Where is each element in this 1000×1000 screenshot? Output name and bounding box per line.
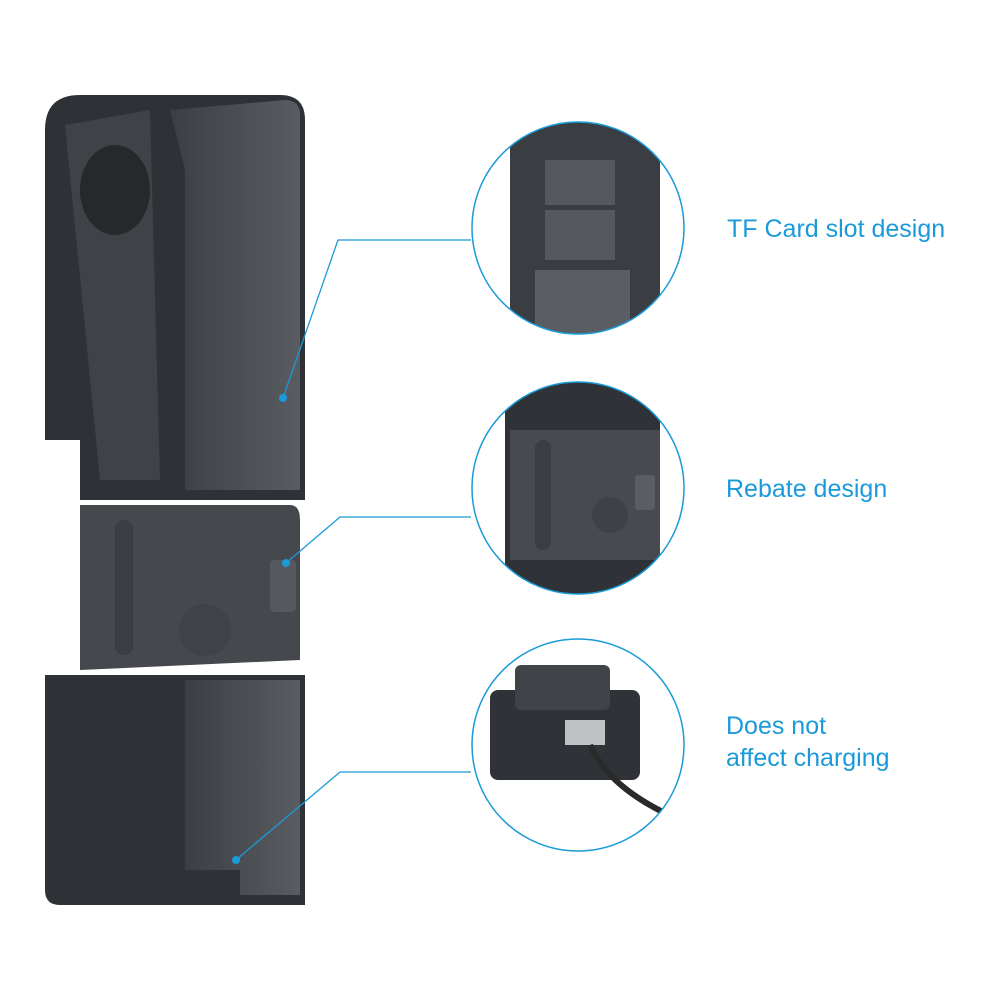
detail-circle-tf-card — [471, 121, 685, 335]
feature-label-charging-line2: affect charging — [726, 744, 890, 772]
callout-line-charging — [235, 771, 471, 861]
feature-label-tf-card: TF Card slot design — [727, 215, 946, 243]
callout-dot — [232, 856, 240, 864]
callout-line-tf-card — [282, 239, 471, 399]
callout-line-rebate — [285, 516, 471, 564]
callout-dot — [279, 394, 287, 402]
feature-label-rebate: Rebate design — [726, 475, 888, 503]
case-middle-clip — [80, 505, 300, 670]
case-top — [45, 95, 305, 500]
callout-dot — [282, 559, 290, 567]
feature-label-charging-line1: Does not — [726, 712, 827, 740]
detail-circle-rebate — [471, 381, 685, 595]
case-bottom — [45, 675, 305, 905]
detail-circle-charging — [471, 638, 685, 852]
